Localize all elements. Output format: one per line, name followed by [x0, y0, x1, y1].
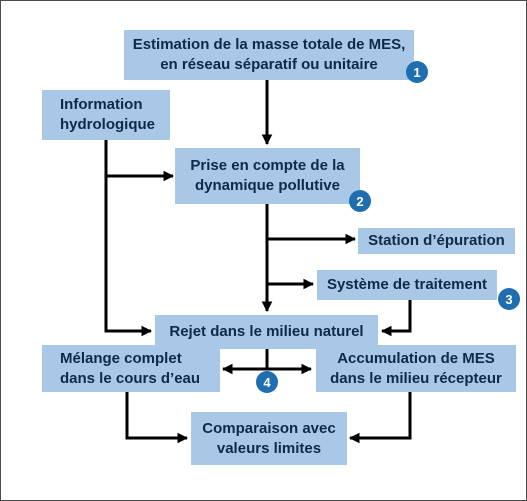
box-rejet: Rejet dans le milieu naturel — [155, 315, 378, 349]
box-melange-label: Mélange complet dans le cours d’eau — [60, 349, 201, 387]
badge-4: 4 — [256, 371, 278, 393]
box-station-label: Station d’épuration — [368, 232, 505, 249]
box-estimation-label: Estimation de la masse totale de MES, en… — [132, 36, 406, 73]
badge-1: 1 — [406, 61, 428, 83]
box-comparaison-label: Comparaison avec valeurs limites — [202, 419, 336, 457]
arrow-information-to-rejet — [104, 140, 153, 337]
box-systeme-label: Système de traitement — [326, 276, 488, 293]
box-systeme: Système de traitement — [317, 270, 497, 300]
box-prise: Prise en compte de la dynamique pollutiv… — [175, 148, 360, 204]
box-information-label: Information hydrologique — [60, 96, 155, 133]
box-accumulation: Accumulation de MES dans le milieu récep… — [316, 345, 516, 392]
box-comparaison: Comparaison avec valeurs limites — [191, 412, 347, 465]
badge-3: 3 — [498, 288, 520, 310]
arrow-melange-to-comparaison — [125, 392, 189, 444]
box-prise-label: Prise en compte de la dynamique pollutiv… — [190, 157, 345, 194]
box-station: Station d’épuration — [358, 228, 515, 254]
box-melange: Mélange complet dans le cours d’eau — [42, 345, 220, 392]
arrow-accumulation-to-comparaison — [348, 392, 412, 444]
box-accumulation-label: Accumulation de MES dans le milieu récep… — [330, 349, 502, 387]
box-information: Information hydrologique — [42, 90, 170, 140]
arrow-systeme-to-rejet — [380, 300, 412, 337]
box-estimation: Estimation de la masse totale de MES, en… — [124, 30, 414, 80]
badge-2: 2 — [349, 190, 371, 212]
box-rejet-label: Rejet dans le milieu naturel — [169, 323, 364, 340]
